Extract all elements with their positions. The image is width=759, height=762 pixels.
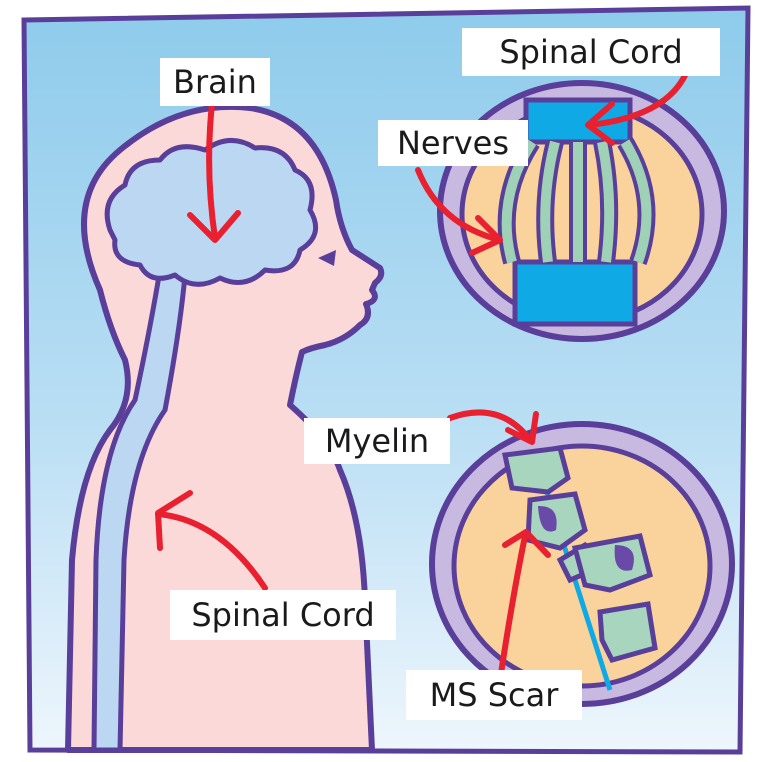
label-myelin: Myelin [304, 418, 450, 464]
label-ms-scar: MS Scar [406, 670, 582, 720]
label-nerves: Nerves [378, 120, 528, 166]
myelin-circle [432, 424, 732, 704]
label-spinal-cord-bottom: Spinal Cord [170, 590, 396, 640]
label-spinal-cord-top: Spinal Cord [462, 28, 720, 76]
label-brain: Brain [160, 58, 270, 106]
